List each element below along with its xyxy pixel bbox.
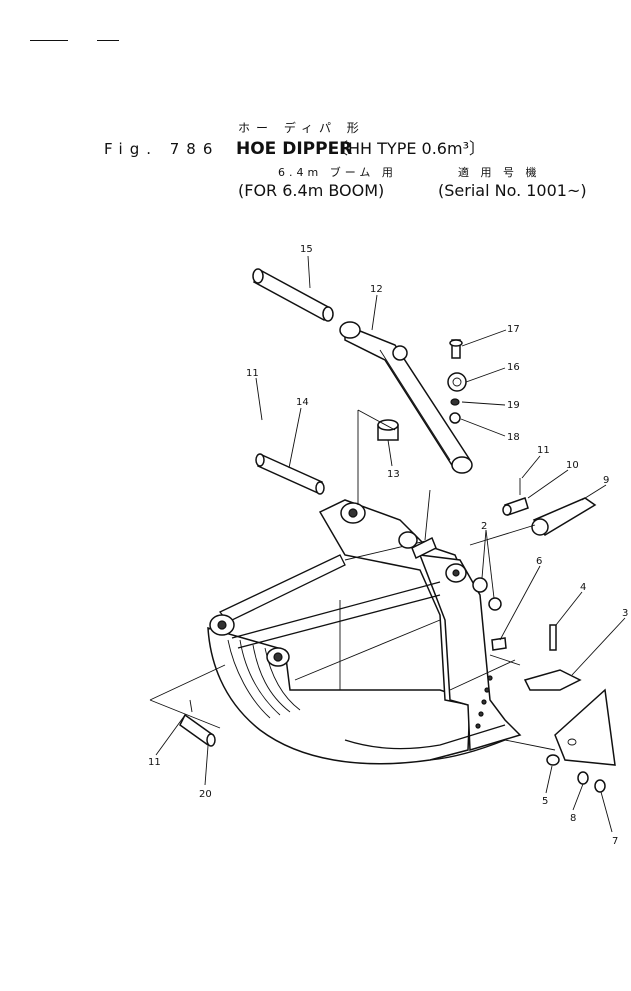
part-15-pin bbox=[252, 268, 334, 322]
callout-20: 20 bbox=[199, 789, 212, 800]
jp-title: ホー ディパ 形 bbox=[238, 121, 365, 135]
callout-19: 19 bbox=[507, 400, 520, 411]
leader-lines bbox=[155, 255, 626, 833]
callout-11-right: 11 bbox=[537, 445, 550, 456]
part-20-pin bbox=[179, 699, 216, 747]
callout-8: 8 bbox=[570, 813, 576, 824]
serial-label: (Serial No. 1001~) bbox=[438, 181, 587, 200]
margin-mark-1 bbox=[30, 40, 68, 41]
part-14-pin bbox=[255, 453, 325, 495]
callout-2: 2 bbox=[481, 521, 487, 532]
title: HOE DIPPER bbox=[236, 139, 353, 159]
callout-6: 6 bbox=[536, 556, 542, 567]
callout-5: 5 bbox=[542, 796, 548, 807]
callout-12: 12 bbox=[370, 284, 383, 295]
callout-4: 4 bbox=[580, 582, 586, 593]
callout-10: 10 bbox=[566, 460, 579, 471]
callout-14: 14 bbox=[296, 397, 309, 408]
tooth-assembly bbox=[491, 624, 616, 793]
boom-label: (FOR 6.4m BOOM) bbox=[238, 181, 385, 200]
parts-16-19-hardware bbox=[447, 339, 467, 424]
callout-18: 18 bbox=[507, 432, 520, 443]
callout-15: 15 bbox=[300, 244, 313, 255]
callout-9: 9 bbox=[603, 475, 609, 486]
alignment-lines bbox=[149, 409, 556, 751]
margin-mark-2 bbox=[97, 40, 119, 41]
callout-17: 17 bbox=[507, 324, 520, 335]
fig-label: Fig. 786 bbox=[104, 140, 220, 158]
callout-11-left: 11 bbox=[148, 757, 161, 768]
jp-serial: 適 用 号 機 bbox=[458, 166, 541, 179]
bucket-body bbox=[207, 499, 522, 765]
type-label: 〔HH TYPE 0.6m³〕 bbox=[332, 139, 485, 158]
jp-boom: 6.4m ブーム 用 bbox=[278, 166, 397, 179]
part-2-bushings bbox=[472, 577, 502, 611]
callout-7: 7 bbox=[612, 836, 618, 847]
callout-3: 3 bbox=[622, 608, 628, 619]
callout-16: 16 bbox=[507, 362, 520, 373]
part-12-link bbox=[339, 321, 473, 474]
part-9-10 bbox=[502, 478, 597, 536]
callout-11-top: 11 bbox=[246, 368, 259, 379]
callout-13: 13 bbox=[387, 469, 400, 480]
